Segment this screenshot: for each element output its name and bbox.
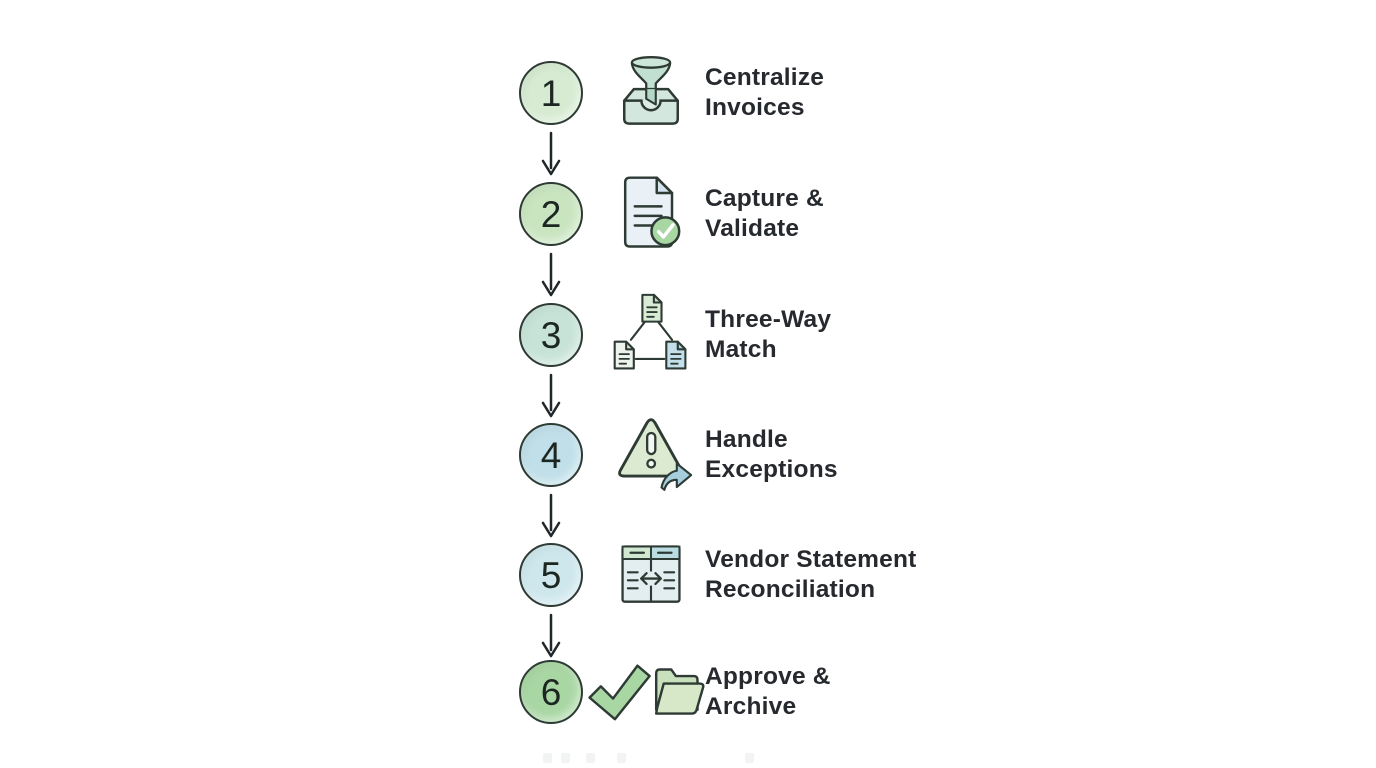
arrow-down-icon — [541, 131, 561, 176]
step-2-label: Capture & Validate — [705, 184, 824, 244]
step-1-number: 1 — [540, 72, 562, 114]
step-5-number: 5 — [540, 554, 562, 596]
step-label-line: Match — [705, 336, 777, 363]
step-row-3: 3 Three-Way Match — [519, 293, 831, 377]
step-label-line: Three-Way — [705, 306, 832, 333]
step-label-line: Approve & — [705, 663, 831, 690]
step-label-line: Validate — [705, 215, 800, 242]
step-5-label: Vendor Statement Reconciliation — [705, 545, 917, 605]
step-4-number: 4 — [540, 434, 562, 476]
step-label-line: Centralize — [705, 64, 825, 91]
step-4-label: Handle Exceptions — [705, 425, 838, 485]
check-folder-icon — [588, 664, 705, 721]
warning-arrow-icon — [618, 418, 693, 491]
step-4-number-badge: 4 — [519, 423, 583, 487]
step-3-number-badge: 3 — [519, 303, 583, 367]
step-label-line: Exceptions — [705, 456, 838, 483]
document-check-icon — [623, 176, 681, 248]
funnel-inbox-icon — [623, 56, 679, 125]
step-1-number-badge: 1 — [519, 61, 583, 125]
arrow-down-icon — [541, 613, 561, 658]
step-label-line: Handle — [705, 426, 788, 453]
arrow-down-icon — [541, 373, 561, 418]
step-row-6: 6 Approve & Archive — [519, 650, 831, 734]
bottom-edge-artifact — [561, 753, 570, 763]
step-1-label: Centralize Invoices — [705, 63, 824, 123]
step-5-number-badge: 5 — [519, 543, 583, 607]
bottom-edge-artifact — [543, 753, 552, 763]
step-label-line: Reconciliation — [705, 576, 876, 603]
step-label-line: Invoices — [705, 94, 805, 121]
step-6-number-badge: 6 — [519, 660, 583, 724]
table-compare-icon — [621, 545, 681, 603]
three-documents-icon — [613, 293, 687, 370]
step-row-5: 5 Vendor Statement Reconciliation — [519, 533, 917, 617]
arrow-down-icon — [541, 252, 561, 297]
arrow-down-icon — [541, 493, 561, 538]
step-3-number: 3 — [540, 314, 562, 356]
bottom-edge-artifact — [745, 753, 754, 763]
step-2-number: 2 — [540, 193, 562, 235]
step-row-1: 1 Centralize Invoices — [519, 51, 824, 135]
bottom-edge-artifact — [586, 753, 595, 763]
step-row-4: 4 Handle Exceptions — [519, 413, 838, 497]
bottom-edge-artifact — [617, 753, 626, 763]
step-label-line: Capture & — [705, 185, 824, 212]
step-label-line: Vendor Statement — [705, 546, 917, 573]
step-6-label: Approve & Archive — [705, 662, 831, 722]
step-2-number-badge: 2 — [519, 182, 583, 246]
step-3-label: Three-Way Match — [705, 305, 831, 365]
step-6-number: 6 — [540, 671, 562, 713]
step-label-line: Archive — [705, 693, 797, 720]
step-row-2: 2 Capture & Validate — [519, 172, 824, 256]
